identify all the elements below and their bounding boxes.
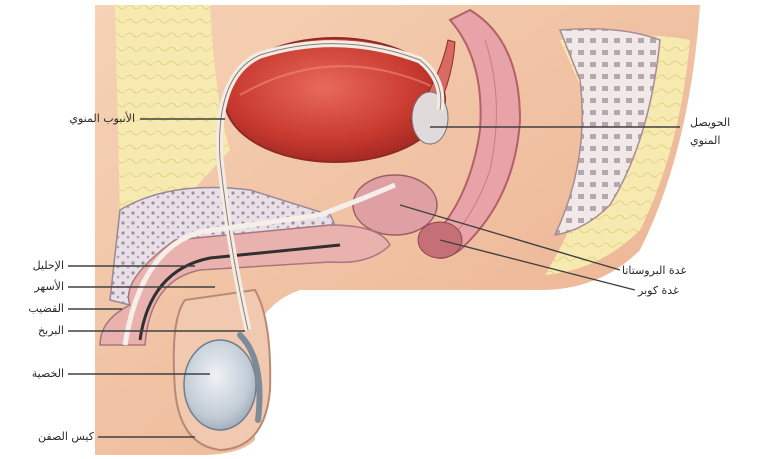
label-seminal-vesicle-1: الحويصل — [690, 116, 750, 129]
label-penis: القضيب — [0, 302, 64, 315]
label-epididymis: البربخ — [0, 324, 64, 337]
label-testis: الخصية — [0, 367, 64, 380]
testis — [184, 340, 256, 430]
label-scrotum: كيس الصفن — [10, 430, 94, 443]
label-prostate: غدة البروستاتا — [622, 264, 752, 277]
label-vas: الأسهر — [0, 280, 64, 293]
label-urethra: الإحليل — [0, 259, 64, 272]
label-cowper: غدة كوبر — [638, 284, 748, 297]
label-vas-deferens-top: الأنبوب المنوي — [55, 112, 135, 125]
label-seminal-vesicle-2: المنوي — [690, 134, 750, 147]
